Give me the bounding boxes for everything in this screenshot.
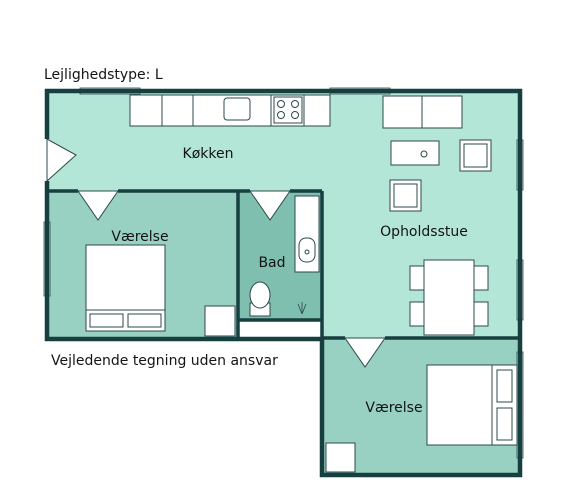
- room-label-kitchen: Køkken: [183, 146, 234, 162]
- washbasin-drain: [304, 249, 310, 255]
- bath-washbasin: [294, 195, 320, 273]
- coffee-table-item: [420, 150, 428, 158]
- bedroom-left-furniture: [85, 244, 236, 337]
- shower-drain-icon: [297, 302, 307, 315]
- room-label-bath: Bad: [258, 255, 285, 271]
- dining-chair: [409, 265, 425, 291]
- bathroom-fixtures: [249, 195, 320, 317]
- dining-chair: [473, 265, 489, 291]
- bed-pillow: [127, 313, 162, 328]
- stove-burner: [277, 111, 285, 119]
- door-bedroom-right: [344, 337, 386, 368]
- disclaimer-text: Vejledende tegning uden ansvar: [51, 353, 278, 369]
- dining-table: [423, 259, 475, 336]
- bedroom-right-furniture: [325, 364, 518, 473]
- outer-wall-left: [44, 181, 322, 342]
- toilet-bowl: [249, 281, 271, 309]
- doors: [46, 138, 386, 368]
- armchair-seat: [393, 183, 418, 208]
- dining-chair: [409, 301, 425, 327]
- nightstand-right: [325, 442, 356, 473]
- dining-chair: [473, 301, 489, 327]
- stove: [273, 96, 303, 124]
- room-label-living: Opholdsstue: [380, 224, 468, 240]
- bed-pillow: [89, 313, 124, 328]
- coffee-table: [390, 140, 440, 166]
- sink: [223, 97, 251, 121]
- room-label-bedroom-left: Værelse: [111, 229, 168, 245]
- bed-pillow: [496, 369, 513, 403]
- door-bedroom-left: [77, 190, 119, 221]
- stove-burner: [291, 100, 299, 108]
- nightstand-left: [204, 305, 236, 337]
- stove-burner: [277, 100, 285, 108]
- door-bathroom: [249, 190, 291, 221]
- walls: [44, 88, 523, 478]
- kitchen-fixtures: [129, 94, 331, 127]
- outer-wall-main: [44, 88, 523, 478]
- bed-pillow: [496, 407, 513, 441]
- living-furniture: [382, 95, 492, 336]
- door-entrance: [46, 138, 77, 183]
- room-label-bedroom-right: Værelse: [365, 400, 422, 416]
- apartment-type-title: Lejlighedstype: L: [44, 67, 163, 83]
- armchair-seat: [463, 143, 488, 168]
- stove-burner: [291, 111, 299, 119]
